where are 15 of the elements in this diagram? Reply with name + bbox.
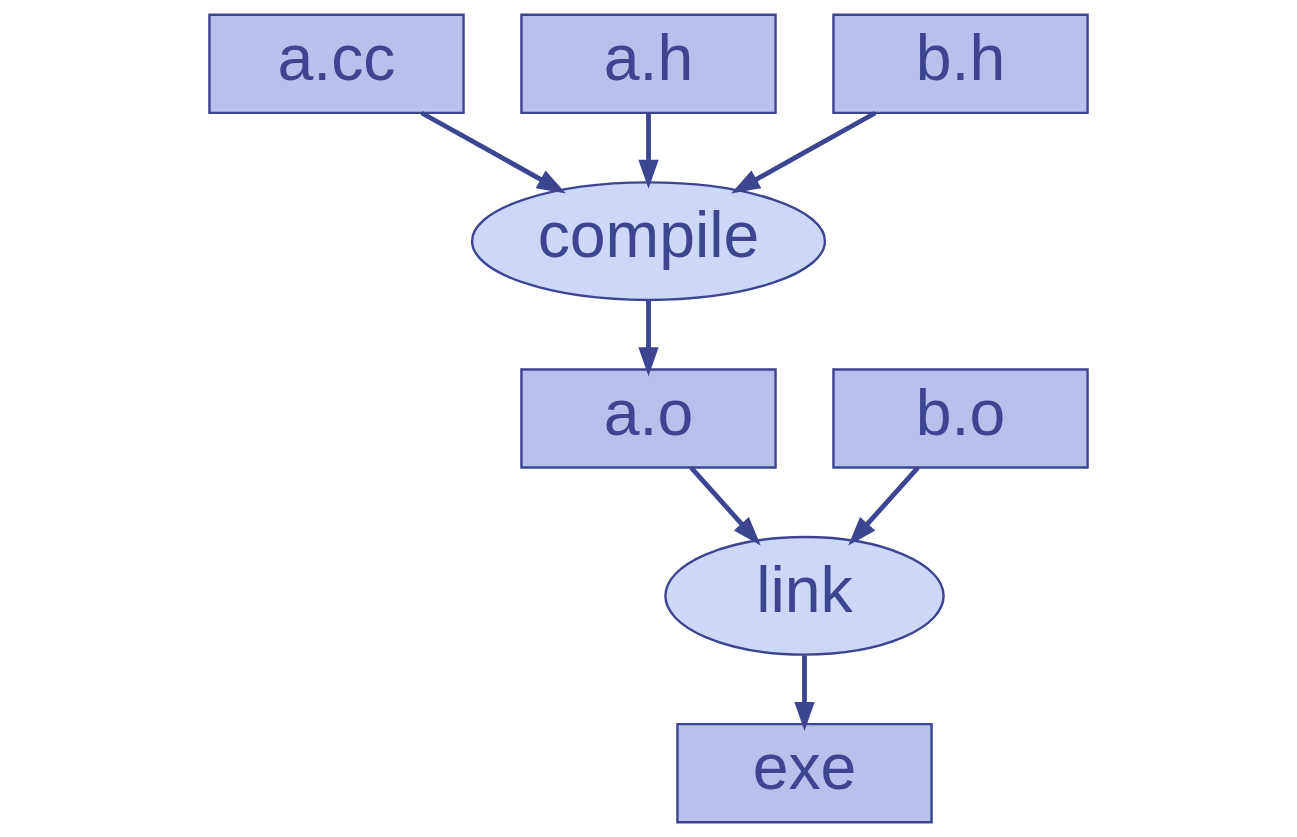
arrow — [420, 110, 566, 194]
arrow — [848, 466, 920, 546]
node-ellipse: link — [664, 535, 945, 656]
node-box: b.o — [832, 368, 1089, 469]
arrow — [794, 655, 815, 731]
node-box: a.h — [520, 13, 777, 115]
node-box: b.h — [832, 13, 1089, 115]
arrow — [731, 110, 877, 194]
node-ellipse: compile — [470, 181, 827, 302]
arrow — [638, 300, 659, 377]
arrow — [689, 466, 761, 546]
node-box: a.cc — [208, 13, 465, 115]
node-box: a.o — [520, 368, 777, 469]
node-box: exe — [676, 722, 933, 824]
arrow — [638, 113, 659, 189]
